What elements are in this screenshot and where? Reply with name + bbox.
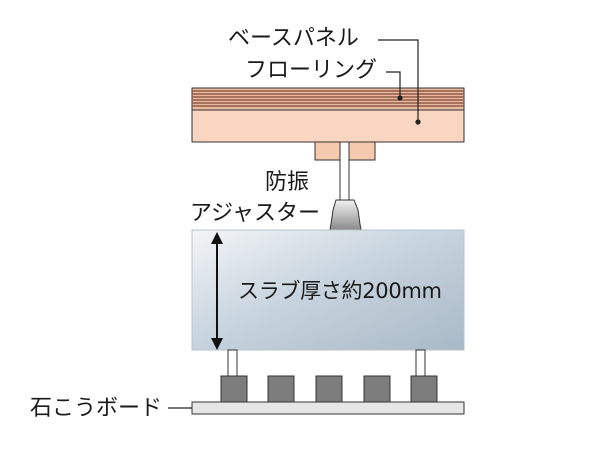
slab-anchor-posts — [227, 349, 426, 377]
flooring-label: フローリング — [245, 58, 378, 83]
flooring-leader — [386, 71, 401, 98]
base-panel-leader — [378, 39, 419, 122]
slab-thickness-arrow — [211, 232, 223, 350]
anti-vibration-foot — [329, 199, 362, 231]
leader-lines — [168, 39, 421, 409]
gypsum-board — [191, 401, 465, 415]
base-panel-label: ベースパネル — [228, 26, 359, 51]
support-blocks — [220, 375, 438, 403]
gypsum-board-label: 石こうボード — [30, 396, 163, 421]
base-panel — [191, 109, 465, 143]
slab-thickness-label: スラブ厚さ約200mm — [238, 279, 442, 303]
concrete-slab — [191, 229, 465, 351]
flooring-layers — [191, 87, 465, 111]
adjuster-label: アジャスター — [190, 201, 321, 226]
anti-vibration-label: 防振 — [265, 170, 310, 195]
adjuster-bolt — [339, 141, 350, 203]
